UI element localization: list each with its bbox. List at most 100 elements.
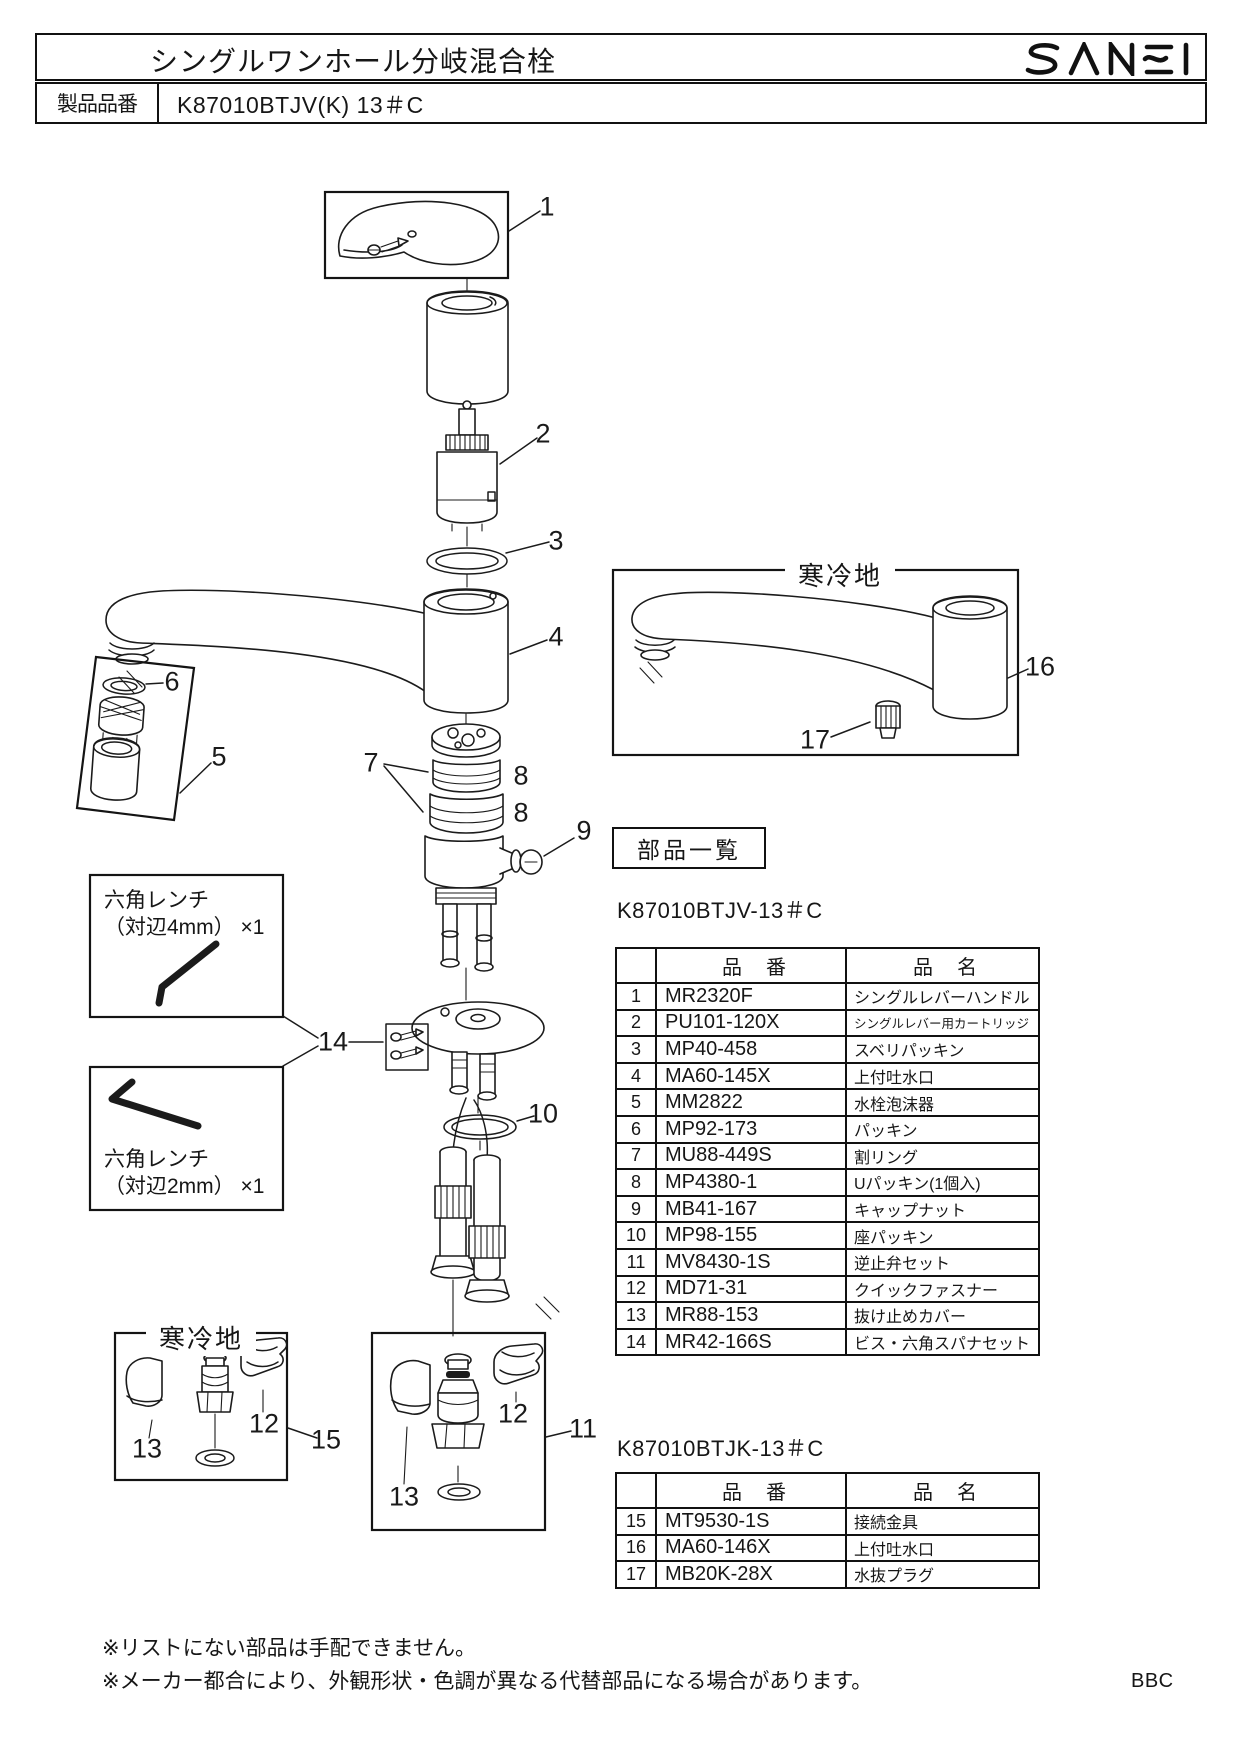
hex-wrench-2mm-label: 六角レンチ （対辺2mm） ×1 (104, 1146, 264, 1200)
cell-code: MA60-145X (655, 1061, 847, 1091)
part-o-ring-3 (426, 541, 550, 575)
model-title-1: K87010BTJV-13＃C (617, 898, 823, 923)
part-cartridge (436, 400, 538, 532)
parts-list-title: 部品一覧 (612, 827, 766, 869)
cell-code: MM2822 (655, 1088, 847, 1117)
part-screws-14 (282, 1015, 429, 1071)
hex-2mm-line2: （対辺2mm） ×1 (104, 1175, 265, 1198)
cell-code: MU88-449S (655, 1141, 847, 1171)
cell-name: 座パッキン (845, 1221, 1040, 1250)
part-spout (105, 588, 548, 714)
page-title: シングルワンホール分岐混合栓 (150, 46, 557, 77)
cell-name: 水栓泡沫器 (845, 1088, 1040, 1117)
header-col-name: 品 名 (845, 947, 1040, 984)
cell-code: MD71-31 (655, 1274, 847, 1304)
part-hose-right (452, 1154, 560, 1337)
product-number-value: K87010BTJV(K) 13＃C (177, 92, 424, 118)
part-trim-cap (426, 290, 509, 405)
cell-code: MB41-167 (655, 1194, 847, 1224)
cell-name: 上付吐水口 (845, 1533, 1040, 1563)
cell-no: 12 (615, 1274, 657, 1304)
cell-no: 5 (615, 1088, 657, 1117)
part-hoses (452, 1097, 489, 1161)
cell-name: 逆止弁セット (845, 1247, 1040, 1277)
cold-region-top-title: 寒冷地 (785, 556, 895, 593)
cell-name: クイックファスナー (845, 1274, 1040, 1304)
cell-no: 7 (615, 1141, 657, 1171)
cell-no: 3 (615, 1035, 657, 1064)
cell-no: 9 (615, 1194, 657, 1224)
cold-region-bottom-title: 寒冷地 (146, 1319, 256, 1356)
cell-code: MP40-458 (655, 1035, 847, 1064)
cell-name: 上付吐水口 (845, 1061, 1040, 1091)
product-number-box: 製品品番 K87010BTJV(K) 13＃C (35, 82, 1207, 124)
model-title-2: K87010BTJK-13＃C (617, 1436, 824, 1461)
cell-name: 接続金具 (845, 1507, 1040, 1536)
cell-code: MB20K-28X (655, 1560, 847, 1589)
hex-4mm-line1: 六角レンチ (104, 889, 209, 912)
cell-code: MP4380-1 (655, 1168, 847, 1197)
cell-code: MT9530-1S (655, 1507, 847, 1536)
header-col-code: 品 番 (655, 947, 847, 984)
cell-no: 11 (615, 1247, 657, 1277)
cell-name: スベリパッキン (845, 1035, 1040, 1064)
cell-code: MP98-155 (655, 1221, 847, 1250)
footnote-1: ※リストにない部品は手配できません。 (102, 1637, 476, 1660)
cell-code: MR88-153 (655, 1301, 847, 1330)
cell-code: MR42-166S (655, 1327, 847, 1357)
cell-no: 4 (615, 1061, 657, 1091)
part-o-ring-10 (443, 1114, 535, 1140)
part-base-flange (411, 1001, 545, 1101)
footnotes: ※リストにない部品は手配できません。 ※メーカー都合により、外観形状・色調が異な… (102, 1632, 872, 1698)
part-aerator-group (75, 655, 212, 822)
cell-code: MA60-146X (655, 1533, 847, 1563)
hex-wrench-2mm-box (88, 1065, 285, 1212)
cell-name: 割リング (845, 1141, 1040, 1171)
cell-no: 16 (615, 1533, 657, 1563)
cell-no: 1 (615, 982, 657, 1011)
cell-name: ビス・六角スパナセット (845, 1327, 1040, 1357)
hex-4mm-line2: （対辺4mm） ×1 (104, 916, 265, 939)
cell-no: 17 (615, 1560, 657, 1589)
cell-no: 10 (615, 1221, 657, 1250)
cell-name: 水抜プラグ (845, 1560, 1040, 1589)
cell-code: MR2320F (655, 982, 847, 1011)
header-box (35, 33, 1207, 81)
cell-no: 13 (615, 1301, 657, 1330)
cell-no: 14 (615, 1327, 657, 1357)
header-col-code: 品 番 (655, 1472, 847, 1509)
cell-name: シングルレバーハンドル (845, 982, 1040, 1011)
header-col-name: 品 名 (845, 1472, 1040, 1509)
cell-code: MP92-173 (655, 1114, 847, 1144)
hex-wrench-4mm-box (88, 873, 285, 1019)
cell-name: Uパッキン(1個入) (845, 1168, 1040, 1197)
header-col-no (615, 1472, 657, 1509)
cell-name: パッキン (845, 1114, 1040, 1144)
part-body-stack (383, 723, 575, 889)
sanei-logo (1025, 42, 1189, 76)
part-handle (323, 190, 541, 280)
cell-no: 8 (615, 1168, 657, 1197)
part-shank (435, 887, 497, 972)
cell-code: PU101-120X (655, 1008, 847, 1038)
cell-no: 2 (615, 1008, 657, 1038)
cell-name: シングルレバー用カートリッジ (845, 1008, 1040, 1038)
